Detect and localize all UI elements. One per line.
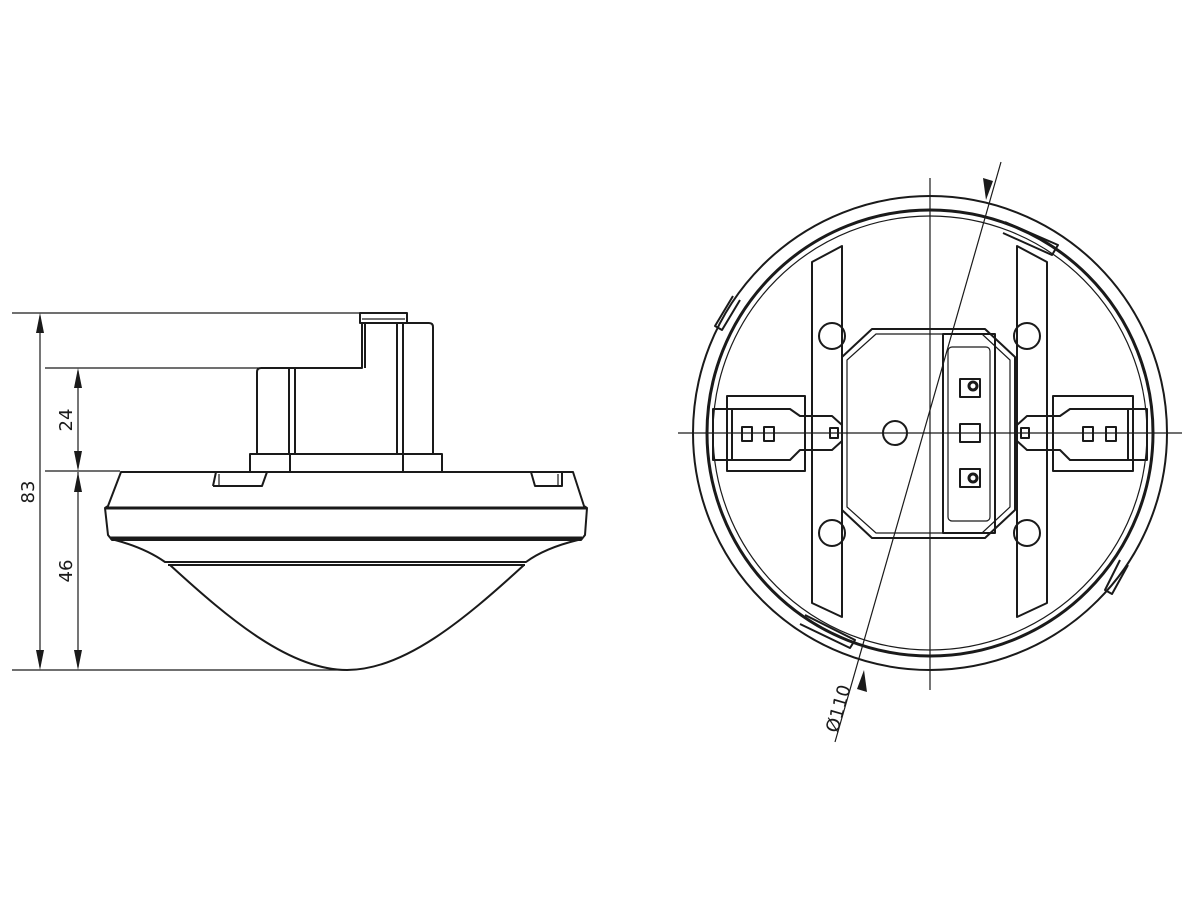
dimension-46: 46 [56,472,82,670]
terminal [959,378,981,398]
sensor-lens-dome [169,564,525,671]
terminal [959,468,981,488]
dimension-83: 83 [18,313,44,670]
screw-hole [818,519,846,547]
bottom-view: Ø110 [678,161,1182,743]
dimension-label-total-height: 83 [18,481,39,504]
center-hole [882,420,908,446]
side-view: 83 24 46 [12,312,588,671]
dimension-label-diameter: Ø110 [822,683,856,735]
screw-hole [818,322,846,350]
screw-holes [818,322,1041,547]
spring-clip-right [1016,395,1148,472]
screw-hole [1013,322,1041,350]
spring-clip-left [712,395,843,472]
sensor-stem [249,312,443,473]
dimension-label-lower-height: 46 [56,560,77,583]
dimension-24: 24 [56,368,82,492]
center-axes [678,178,1182,690]
mounting-rails [811,245,1048,618]
terminal-block [942,333,996,534]
extension-lines [12,312,360,671]
terminal [959,423,981,443]
dimension-label-upper-height: 24 [56,409,77,432]
sensor-body [104,471,588,566]
screw-hole [1013,519,1041,547]
